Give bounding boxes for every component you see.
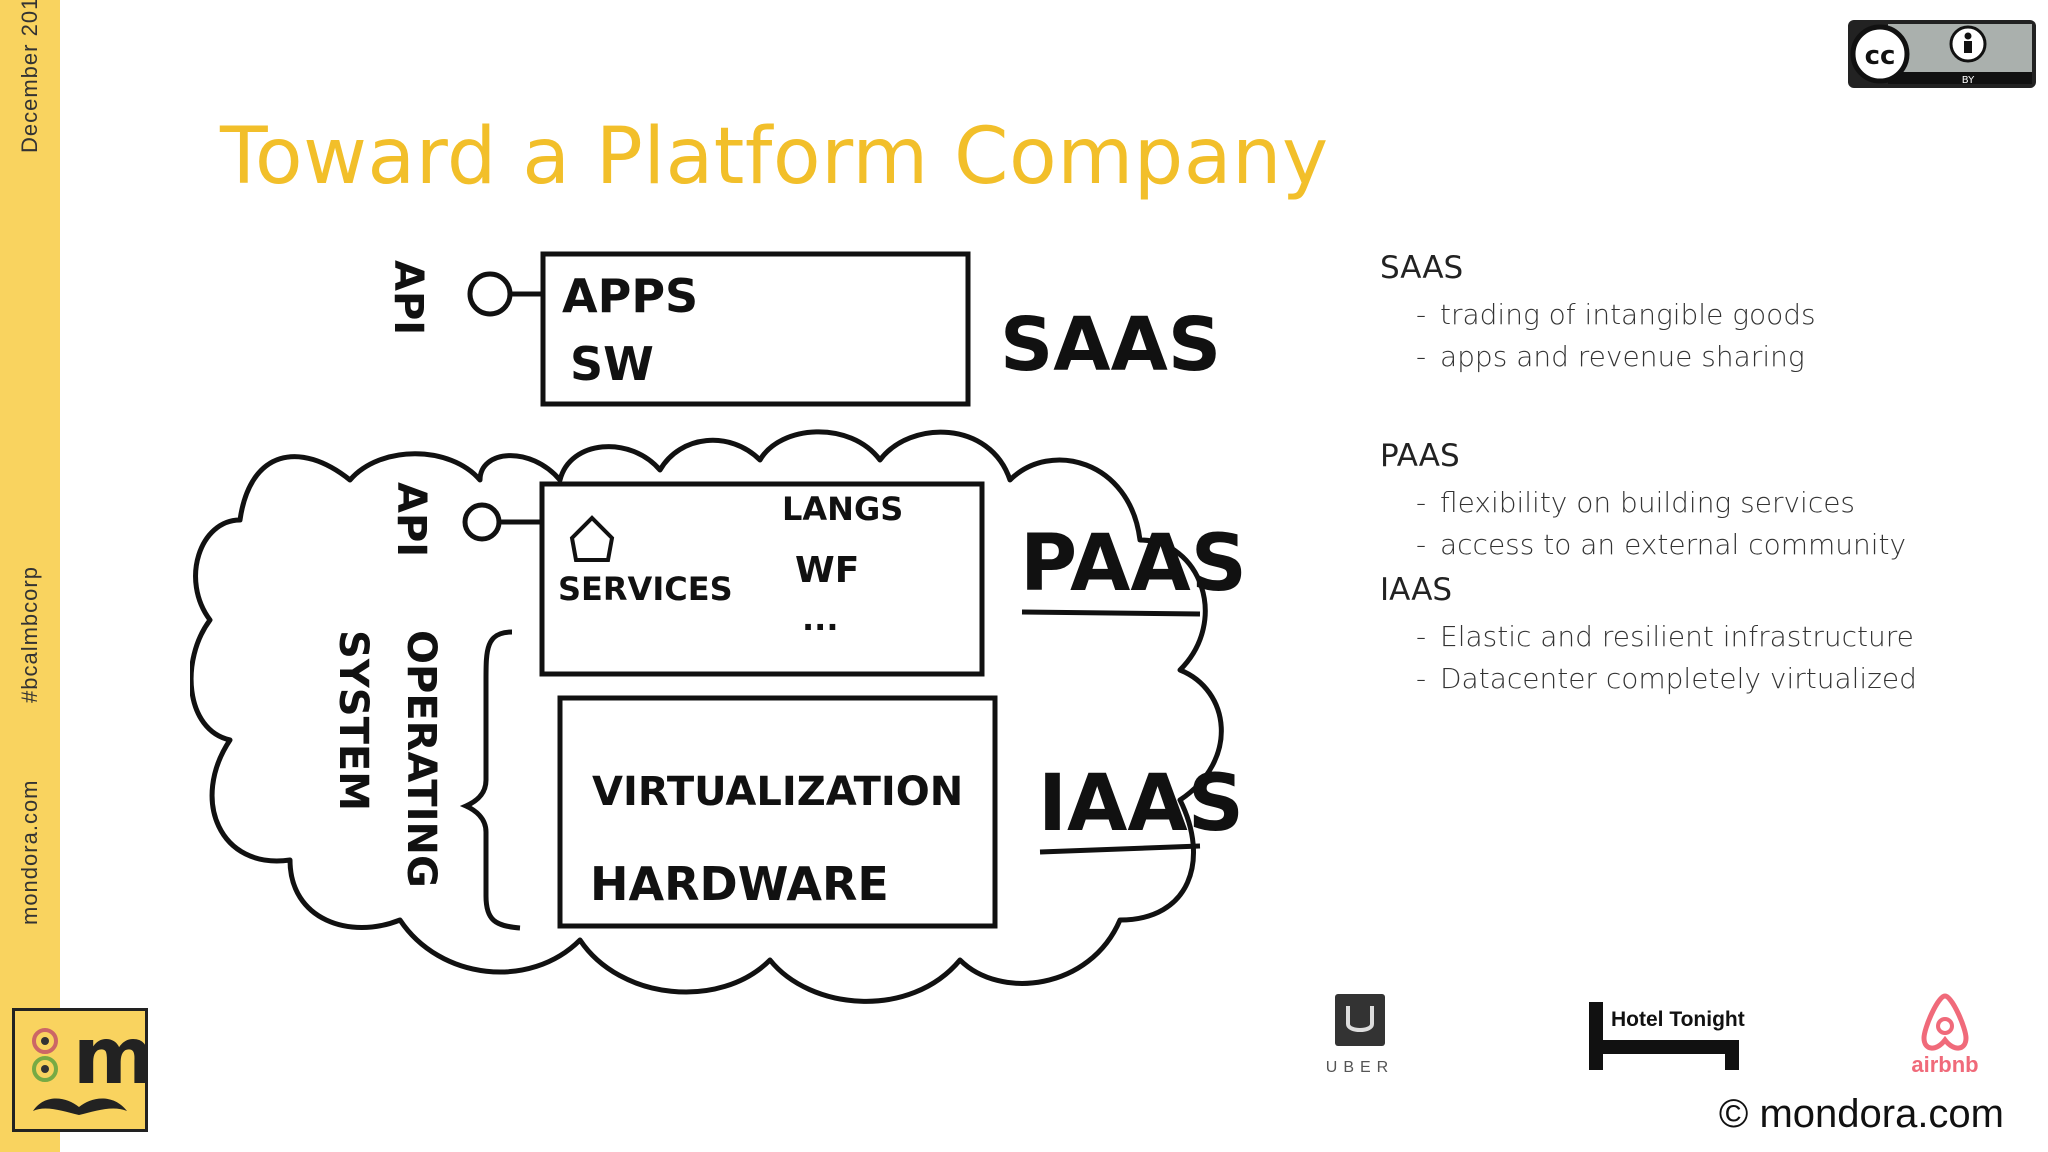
- logo-letter: m: [73, 1012, 145, 1102]
- apps-label: APPS: [562, 269, 698, 323]
- infrastructure-box: [557, 695, 998, 929]
- mondora-logo: m: [12, 1008, 154, 1132]
- copyright-text: © mondora.com: [1718, 1092, 2004, 1136]
- notes-iaas-title: IAAS: [1380, 572, 1453, 608]
- sidebar-band: [0, 0, 60, 1152]
- api-top-label: API: [385, 260, 431, 335]
- by-label: BY: [1962, 75, 1975, 86]
- notes-paas: PAAS -flexibility on building services -…: [1380, 438, 2020, 566]
- sw-label: SW: [570, 337, 654, 391]
- page-title: Toward a Platform Company: [220, 112, 1329, 202]
- services-label: SERVICES: [558, 570, 733, 608]
- uber-label: UBER: [1326, 1059, 1394, 1076]
- saas-sketch-label: SAAS: [1000, 302, 1221, 388]
- langs-label: LANGS: [782, 490, 903, 528]
- airbnb-label: airbnb: [1911, 1052, 1978, 1077]
- cc-license-badge: cc BY: [1848, 20, 2036, 88]
- cloud-outline: [190, 429, 1224, 1004]
- apps-box: [540, 251, 971, 407]
- ellipsis-label: ...: [802, 600, 838, 638]
- list-item: -flexibility on building services: [1416, 486, 1856, 519]
- notes-iaas: IAAS -Elastic and resilient infrastructu…: [1380, 572, 2020, 700]
- hotel-tonight-label: Hotel Tonight: [1611, 1008, 1745, 1031]
- os-brace: [459, 629, 521, 931]
- iaas-sketch-label: IAAS: [1038, 759, 1244, 849]
- system-label: SYSTEM: [330, 630, 376, 811]
- api-mid-label: API: [388, 482, 434, 557]
- sidebar-hashtag: #bcalmbcorp: [17, 566, 42, 703]
- list-item: -access to an external community: [1416, 528, 1907, 561]
- notes-saas: SAAS -trading of intangible goods -apps …: [1380, 250, 2020, 378]
- hardware-label: HARDWARE: [590, 857, 889, 911]
- notes-panel: SAAS -trading of intangible goods -apps …: [1380, 250, 2020, 700]
- mustache-icon: [33, 1098, 127, 1115]
- platform-sketch: APPS SW API SERVICES LANGS WF ... API VI…: [190, 251, 1247, 1004]
- airbnb-logo: airbnb: [1900, 988, 1990, 1078]
- wf-label: WF: [795, 550, 859, 591]
- list-item: -Elastic and resilient infrastructure: [1416, 620, 1914, 653]
- uber-logo: UBER: [1315, 990, 1405, 1080]
- list-item: -Datacenter completely virtualized: [1416, 662, 1917, 695]
- notes-saas-title: SAAS: [1380, 250, 1464, 286]
- virtualization-label: VIRTUALIZATION: [592, 769, 963, 815]
- notes-paas-title: PAAS: [1380, 438, 1460, 474]
- list-item: -apps and revenue sharing: [1416, 340, 1805, 373]
- paas-sketch-label: PAAS: [1020, 519, 1247, 609]
- service-house-icon: [569, 515, 615, 562]
- cc-label: cc: [1865, 41, 1896, 71]
- sidebar-site: mondora.com: [17, 779, 42, 925]
- services-box: [539, 481, 985, 677]
- hotel-tonight-logo: Hotel Tonight: [1585, 998, 1745, 1078]
- list-item: -trading of intangible goods: [1416, 298, 1816, 331]
- operating-label: OPERATING: [398, 630, 444, 888]
- sidebar-date: December 2015: [17, 0, 42, 153]
